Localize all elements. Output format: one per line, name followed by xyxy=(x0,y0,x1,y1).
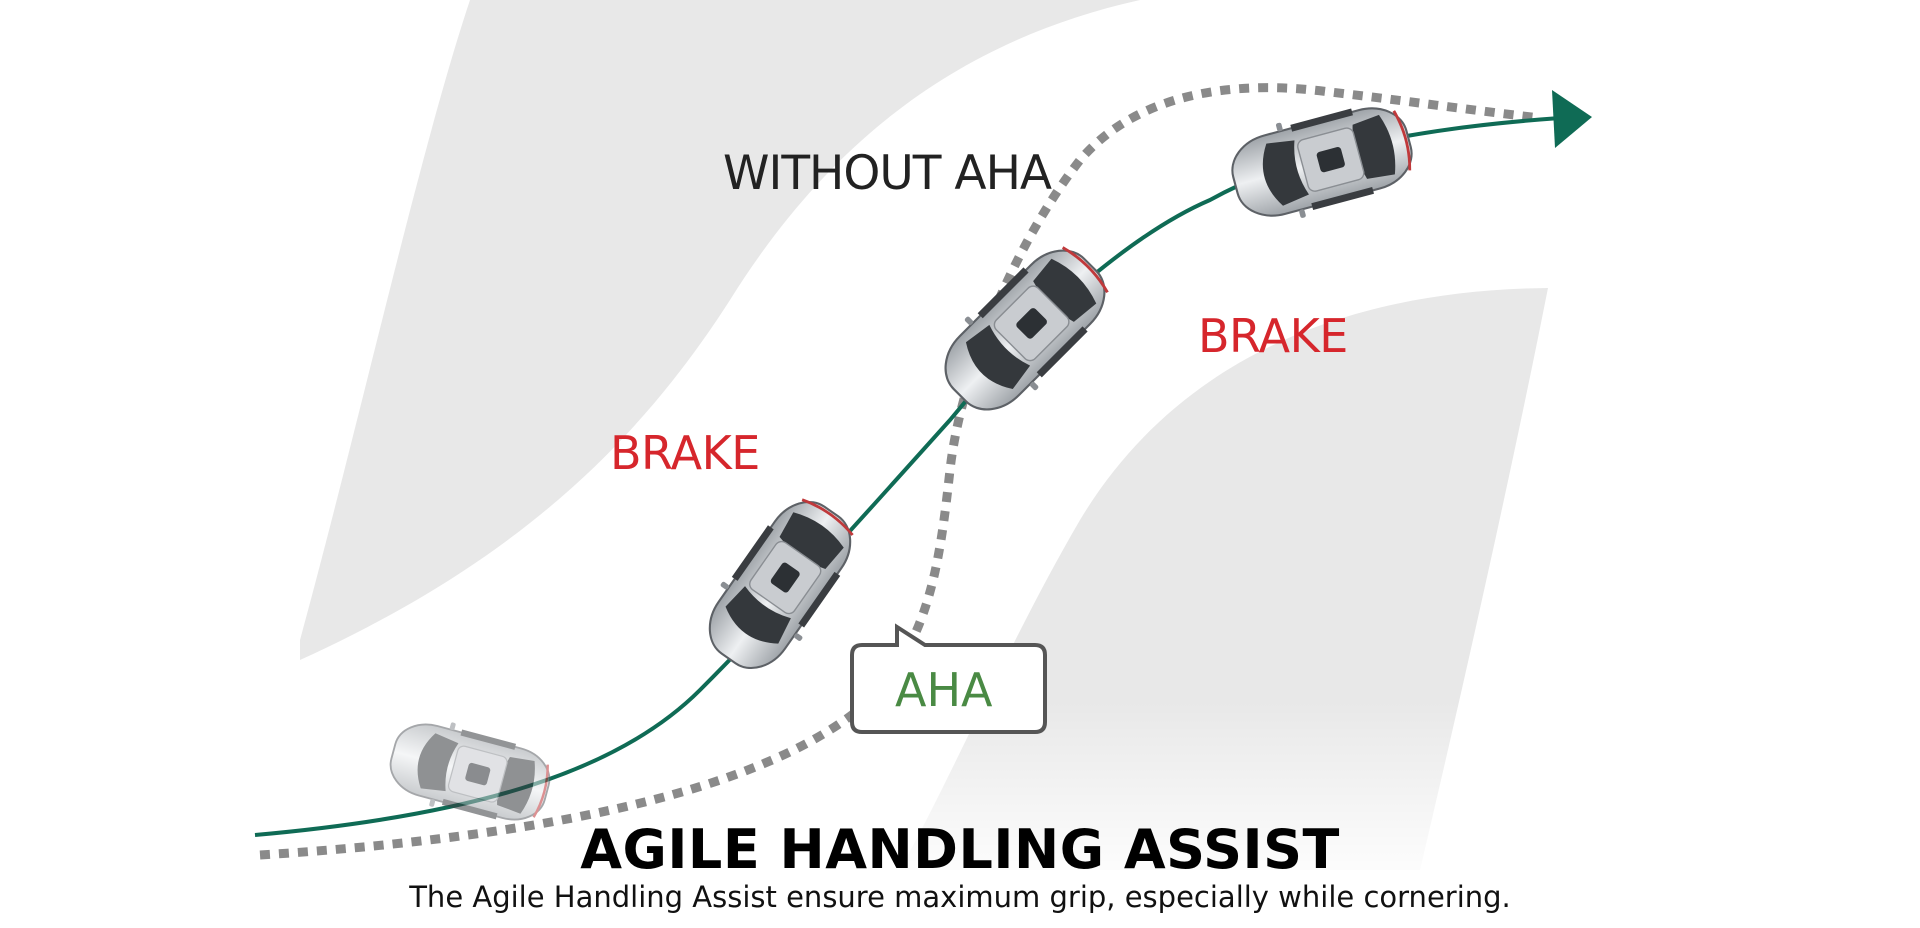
dotted-path-without-aha xyxy=(259,83,1541,860)
car-icon xyxy=(924,229,1126,431)
road-shape-left xyxy=(300,0,1140,660)
aha-speech-bubble xyxy=(850,623,1047,734)
page-title: AGILE HANDLING ASSIST xyxy=(580,818,1340,881)
brake-label-left: BRAKE xyxy=(610,426,760,480)
arrow-head-icon xyxy=(1552,90,1592,148)
without-aha-label: WITHOUT AHA xyxy=(723,146,1052,201)
car-icon xyxy=(1223,91,1421,232)
car-icon xyxy=(688,483,871,686)
page-subtitle: The Agile Handling Assist ensure maximum… xyxy=(409,880,1511,914)
brake-label-right: BRAKE xyxy=(1198,309,1348,363)
aha-bubble-label: AHA xyxy=(895,663,993,717)
